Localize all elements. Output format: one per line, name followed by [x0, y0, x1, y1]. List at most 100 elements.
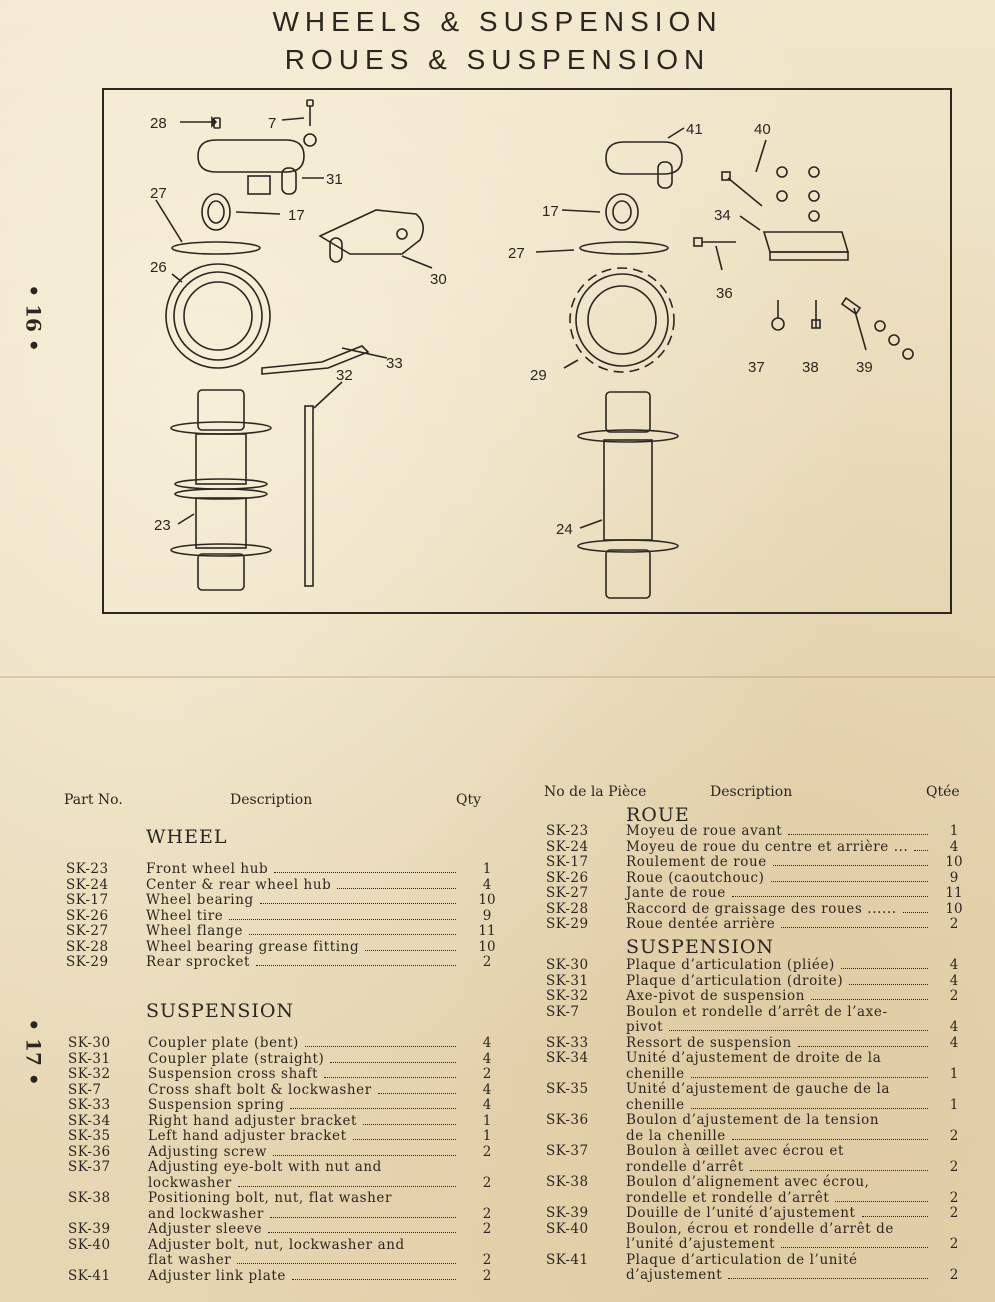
dot-leader: [256, 965, 457, 966]
part-description: Roue dentée arrière: [626, 916, 936, 933]
suspension-cross-shaft-part: [304, 381, 343, 587]
dot-leader: [902, 911, 928, 913]
description-line-2: chenille: [626, 1065, 685, 1082]
wheel-flange-part: [155, 199, 261, 255]
description-line: Rear sprocket: [146, 954, 251, 970]
dot-leader: [690, 1107, 928, 1109]
part-number: SK-30: [68, 1035, 111, 1051]
part-description: Wheel flange: [146, 923, 464, 940]
part-description: Moyeu de roue du centre et arrière ...: [626, 838, 936, 856]
callout-24: 24: [556, 521, 573, 538]
part-number: SK-32: [68, 1066, 111, 1082]
part-number: SK-32: [546, 988, 589, 1004]
part-description: Adjuster sleeve: [148, 1221, 464, 1238]
part-description: Wheel tire: [146, 908, 464, 925]
table-row: SK-23 Front wheel hub 1: [66, 861, 510, 878]
quantity: 1: [482, 861, 492, 877]
quantity: 2: [949, 1236, 959, 1252]
part-description: Cross shaft bolt & lockwasher: [148, 1082, 464, 1099]
callout-23: 23: [154, 517, 171, 534]
part-number: SK-34: [546, 1050, 589, 1066]
part-number: SK-17: [546, 854, 589, 870]
part-description: Left hand adjuster bracket: [148, 1128, 464, 1145]
description-line: Wheel bearing: [146, 892, 254, 908]
part-description: Suspension cross shaft: [148, 1066, 464, 1083]
coupler-plate-straight-part: [197, 139, 324, 195]
part-description: Roulement de roue: [626, 854, 936, 871]
section-suspension: SUSPENSION: [146, 1000, 295, 1022]
description-line: Front wheel hub: [146, 861, 269, 877]
page-fold: [0, 676, 995, 678]
description-line: Plaque d’articulation (pliée): [626, 957, 835, 973]
part-number: SK-38: [546, 1174, 589, 1190]
callout-17-right: 17: [542, 203, 559, 220]
part-number: SK-23: [66, 861, 109, 877]
table-row: SK-38 Boulon d’alignement avec écrou,rond…: [546, 1174, 972, 1206]
description-line-2: and lockwasher: [148, 1205, 264, 1222]
description-line: Moyeu de roue du centre et arrière ...: [626, 838, 909, 855]
dot-leader: [811, 999, 929, 1000]
quantity: 2: [482, 1143, 492, 1160]
part-description: Ressort de suspension: [626, 1035, 936, 1052]
dot-leader: [365, 949, 457, 951]
description-line: Adjuster link plate: [148, 1267, 286, 1284]
description-line: Wheel flange: [146, 923, 244, 939]
part-description: Boulon et rondelle d’arrêt de l’axe-pivo…: [626, 1004, 936, 1036]
adjusting-screw-part: [693, 237, 736, 271]
dot-leader: [304, 1046, 456, 1047]
description-line: Axe-pivot de suspension: [626, 988, 806, 1004]
part-description: Moyeu de roue avant: [626, 823, 936, 840]
dot-leader: [731, 896, 928, 897]
part-number: SK-24: [546, 838, 589, 855]
quantity: 2: [949, 1127, 959, 1144]
callout-26: 26: [150, 259, 167, 276]
dot-leader: [274, 872, 457, 873]
callout-30: 30: [430, 271, 447, 288]
part-number: SK-23: [546, 823, 589, 839]
callout-27-right: 27: [508, 245, 525, 262]
description-line: Unité d’ajustement de droite de la: [626, 1050, 882, 1066]
dot-leader: [770, 880, 928, 882]
left-header-qty: Qty: [456, 792, 482, 808]
description-line: Douille de l’unité d’ajustement: [626, 1205, 856, 1221]
quantity: 2: [949, 1205, 959, 1221]
part-description: Right hand adjuster bracket: [148, 1113, 464, 1130]
part-description: Axe-pivot de suspension: [626, 988, 936, 1005]
rear-sprocket-part: [563, 267, 675, 373]
left-header-part: Part No.: [64, 792, 123, 808]
description-line: Boulon d’ajustement de la tension: [626, 1112, 880, 1128]
part-description: Suspension spring: [148, 1097, 464, 1114]
part-number: SK-39: [546, 1205, 589, 1221]
quantity: 2: [482, 1066, 492, 1082]
callout-40: 40: [754, 121, 771, 138]
page-number-16: • 16 •: [21, 284, 46, 352]
part-description: Boulon d’alignement avec écrou,rondelle …: [626, 1174, 936, 1206]
quantity: 10: [478, 938, 496, 955]
adjuster-bolt-part: [721, 139, 820, 222]
quantity: 4: [949, 1019, 959, 1035]
part-number: SK-24: [66, 876, 109, 893]
part-number: SK-17: [66, 892, 109, 908]
part-description: Roue (caoutchouc): [626, 870, 936, 887]
quantity: 2: [482, 954, 492, 970]
dot-leader: [788, 834, 929, 835]
right-header-part: No de la Pièce: [544, 784, 647, 800]
part-number: SK-41: [68, 1267, 111, 1284]
part-number: SK-29: [66, 954, 109, 970]
eye-bolt-part: [771, 300, 785, 331]
description-line-2: de la chenille: [626, 1127, 726, 1144]
description-line: Boulon, écrou et rondelle d’arrêt de: [626, 1220, 894, 1237]
page-number-17: • 17 •: [21, 1018, 46, 1086]
callout-39: 39: [856, 359, 873, 376]
description-line: Wheel bearing grease fitting: [146, 938, 360, 955]
